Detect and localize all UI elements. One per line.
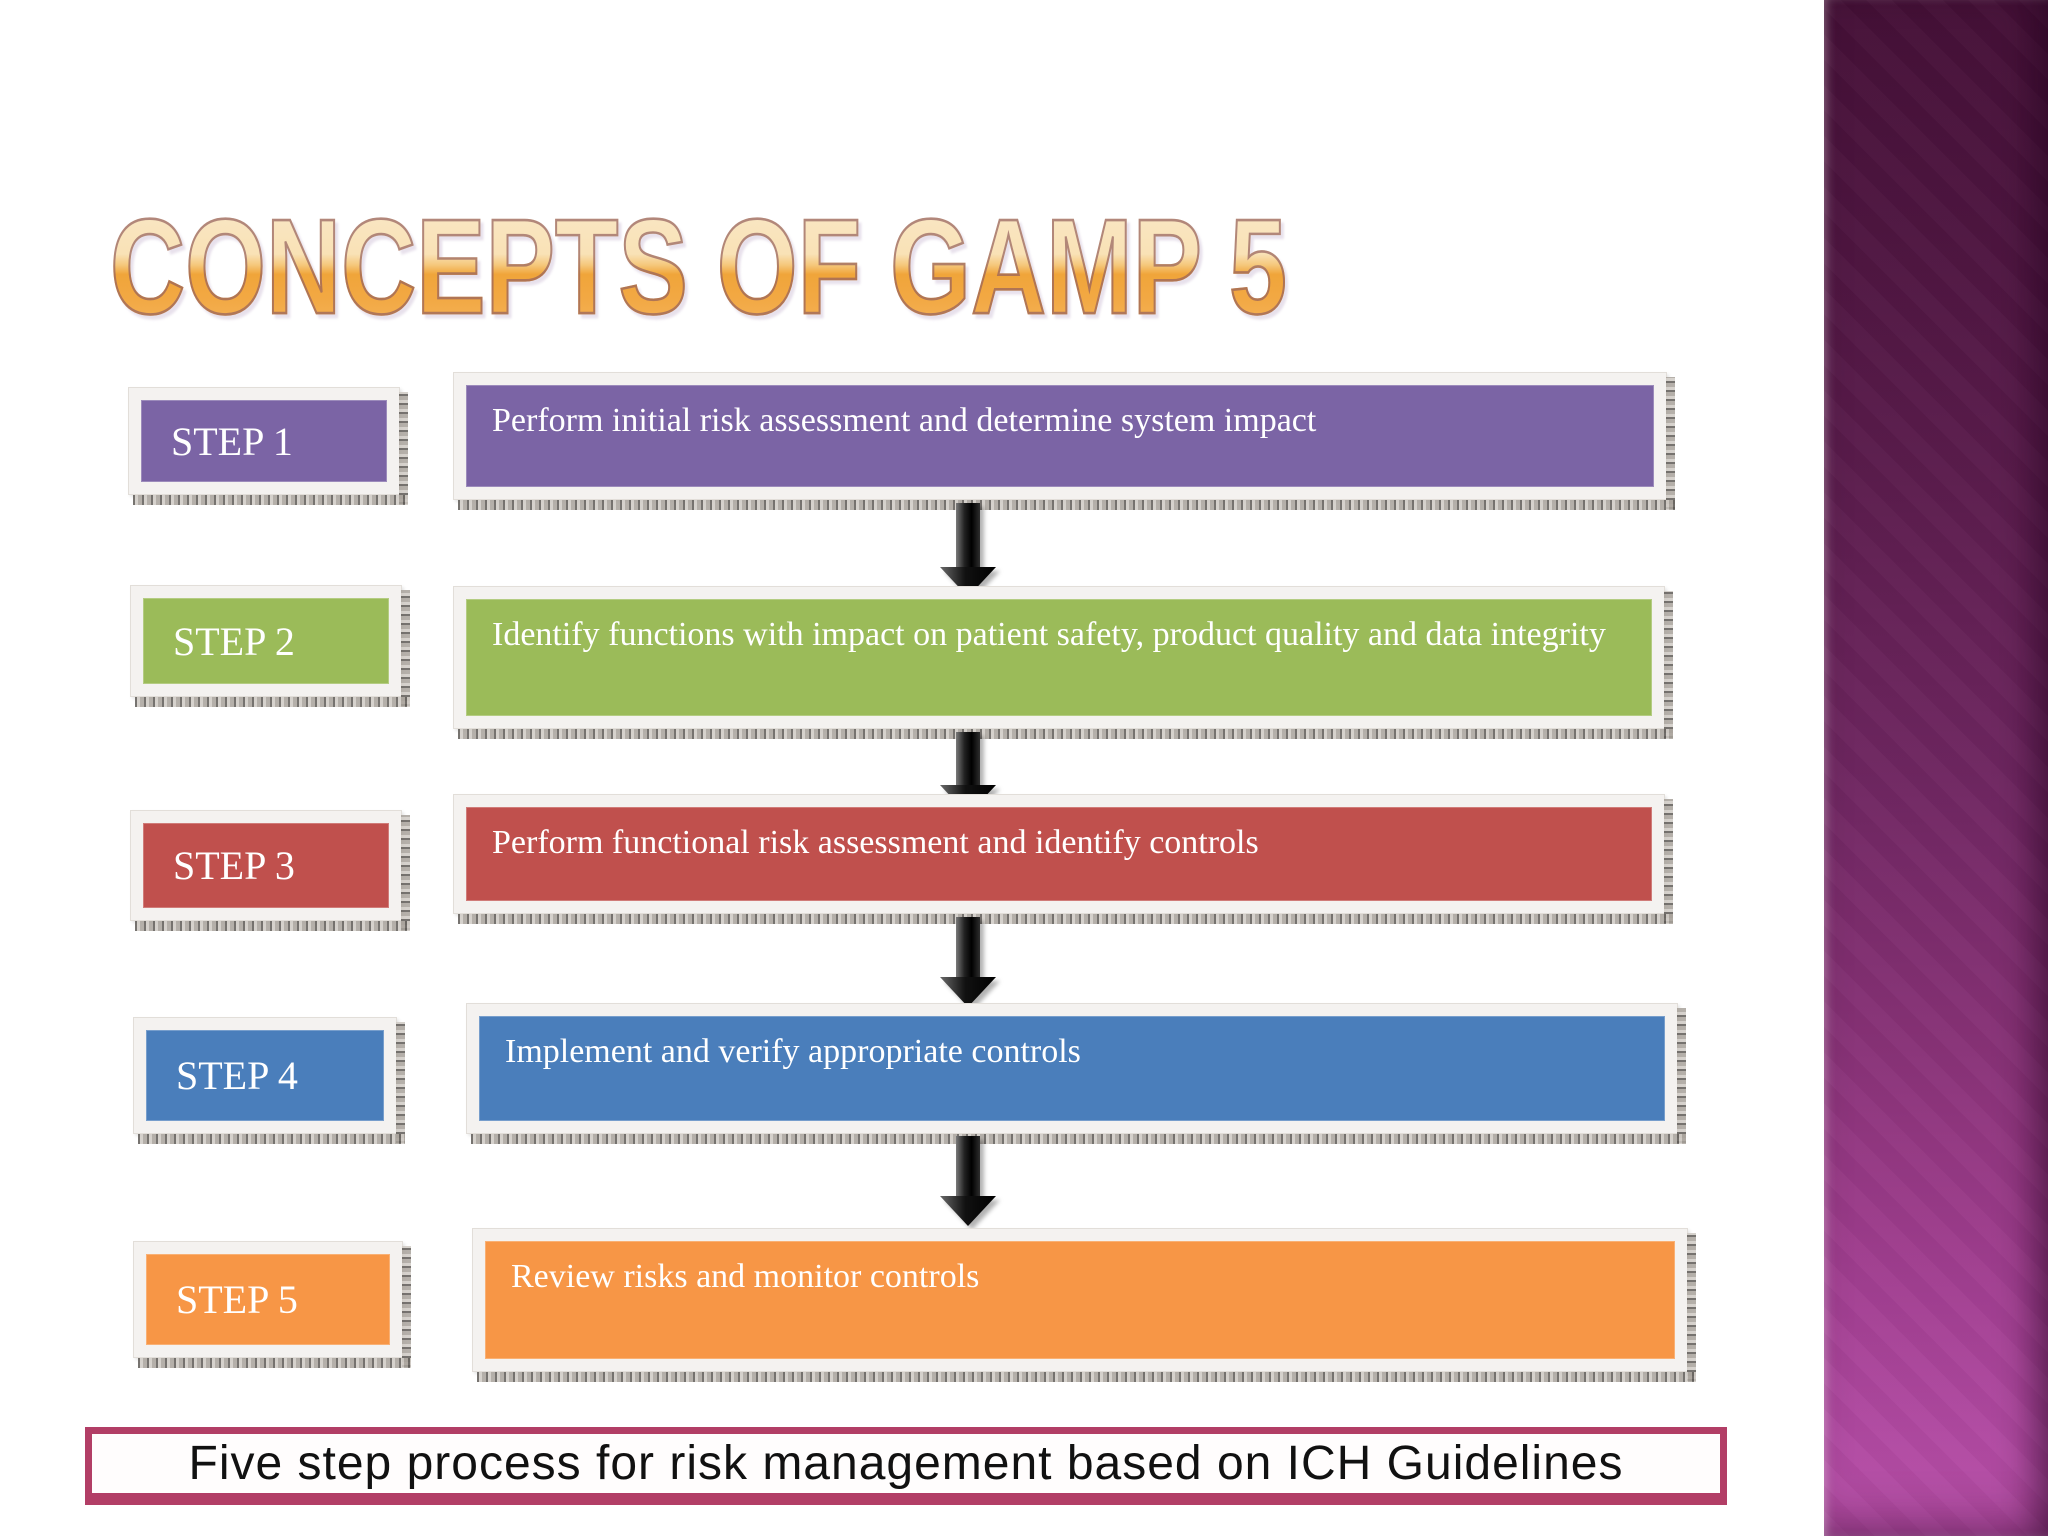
- down-arrow-shaft: [956, 503, 980, 569]
- caption-box: Five step process for risk management ba…: [85, 1427, 1727, 1505]
- down-arrow-icon: [940, 917, 996, 1007]
- caption-text: Five step process for risk management ba…: [188, 1437, 1624, 1490]
- step-2-bar: Identify functions with impact on patien…: [453, 586, 1673, 739]
- step-4-description: Implement and verify appropriate control…: [479, 1016, 1665, 1121]
- step-1-label: STEP 1: [141, 400, 387, 482]
- down-arrow-icon: [940, 1136, 996, 1226]
- down-arrow-shaft: [956, 732, 980, 787]
- step-2-label: STEP 2: [143, 598, 389, 684]
- step-3-description: Perform functional risk assessment and i…: [466, 807, 1652, 901]
- step-5-label: STEP 5: [146, 1254, 390, 1345]
- step-5-description: Review risks and monitor controls: [485, 1241, 1675, 1359]
- step-2-description: Identify functions with impact on patien…: [466, 599, 1652, 716]
- step-1-description: Perform initial risk assessment and dete…: [466, 385, 1654, 487]
- down-arrow-shaft: [956, 1136, 980, 1198]
- step-4-plate: STEP 4: [133, 1017, 405, 1144]
- right-gradient-band: [1824, 0, 2048, 1536]
- step-3-label: STEP 3: [143, 823, 389, 908]
- step-5-bar: Review risks and monitor controls: [472, 1228, 1696, 1382]
- down-arrow-icon: [940, 503, 996, 597]
- step-4-label: STEP 4: [146, 1030, 384, 1121]
- step-1-plate: STEP 1: [128, 387, 408, 505]
- step-2-plate: STEP 2: [130, 585, 410, 707]
- down-arrow-head: [940, 1196, 996, 1226]
- down-arrow-shaft: [956, 917, 980, 979]
- step-1-bar: Perform initial risk assessment and dete…: [453, 372, 1675, 510]
- slide-title: CONCEPTS OF GAMP 5: [109, 192, 1288, 343]
- step-5-plate: STEP 5: [133, 1241, 411, 1368]
- step-3-bar: Perform functional risk assessment and i…: [453, 794, 1673, 924]
- step-4-bar: Implement and verify appropriate control…: [466, 1003, 1686, 1144]
- step-3-plate: STEP 3: [130, 810, 410, 931]
